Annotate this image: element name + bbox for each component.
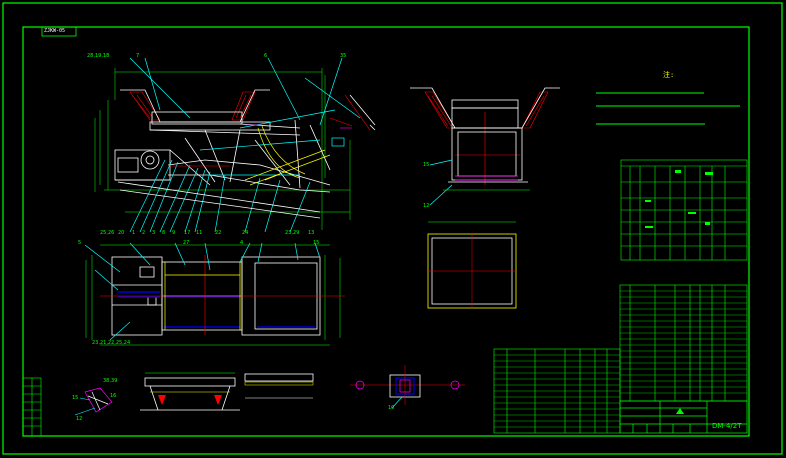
callout-label: 15 — [423, 162, 430, 168]
callout-label: 12 — [76, 416, 83, 422]
parts-table-upper — [620, 159, 748, 261]
callout-label: 3 — [152, 230, 156, 236]
callout-label: 13 — [308, 230, 315, 236]
callout-label: 8 — [162, 230, 166, 236]
parts-table-upper-marks — [645, 170, 713, 228]
callout-label: 2 — [142, 230, 146, 236]
callout-label: 10 — [388, 405, 395, 411]
company-logo — [676, 408, 684, 414]
bom-table-bottom-rows — [494, 354, 620, 428]
callout-label: 38,39 — [103, 378, 118, 384]
callout-label: 20 — [118, 230, 125, 236]
callout-label: 12 — [423, 203, 430, 209]
callout-label: 23,29 — [285, 230, 300, 236]
callout-label: 5 — [78, 240, 82, 246]
callout-label: 11 — [196, 230, 203, 236]
code-box — [41, 26, 77, 37]
parts-table-lower-rows — [620, 290, 747, 394]
callout-label: 7 — [136, 53, 140, 59]
callout-label: 28,19,18 — [87, 53, 110, 59]
bottom-detail-left — [74, 387, 113, 416]
callout-label: 27 — [183, 240, 190, 246]
left-margin-blocks — [22, 377, 42, 437]
callout-label: 15 — [313, 240, 320, 246]
parts-table-lower — [619, 284, 748, 402]
hopper-cross-section — [410, 87, 560, 206]
drawing-code-box: ZJKW-05 — [44, 28, 66, 34]
callout-label: 24 — [242, 230, 249, 236]
bottom-detail-frame — [140, 372, 240, 411]
drawing-number: DM-4/2T — [712, 422, 742, 430]
callout-label: 25,26 — [100, 230, 115, 236]
callout-label: 6 — [264, 53, 268, 59]
notes-block — [596, 92, 740, 125]
callout-label: 1 — [132, 230, 136, 236]
side-elevation-view — [94, 57, 376, 233]
notes-title: 注: — [663, 71, 675, 79]
callout-label: 23,21,22,25,24 — [92, 340, 131, 346]
callout-label: 35 — [340, 53, 347, 59]
callout-label: 16 — [110, 393, 117, 399]
bottom-detail-beam — [244, 373, 314, 399]
title-block — [619, 400, 748, 434]
bottom-detail-bearing — [350, 365, 465, 409]
inner-frame — [22, 26, 750, 437]
callout-label: 9 — [172, 230, 176, 236]
square-plan-view — [427, 221, 517, 309]
callout-label: 15 — [72, 395, 79, 401]
callout-label: 17 — [184, 230, 191, 236]
plan-view — [84, 242, 345, 346]
callout-label: 4 — [240, 240, 244, 246]
callout-label: 22 — [215, 230, 222, 236]
